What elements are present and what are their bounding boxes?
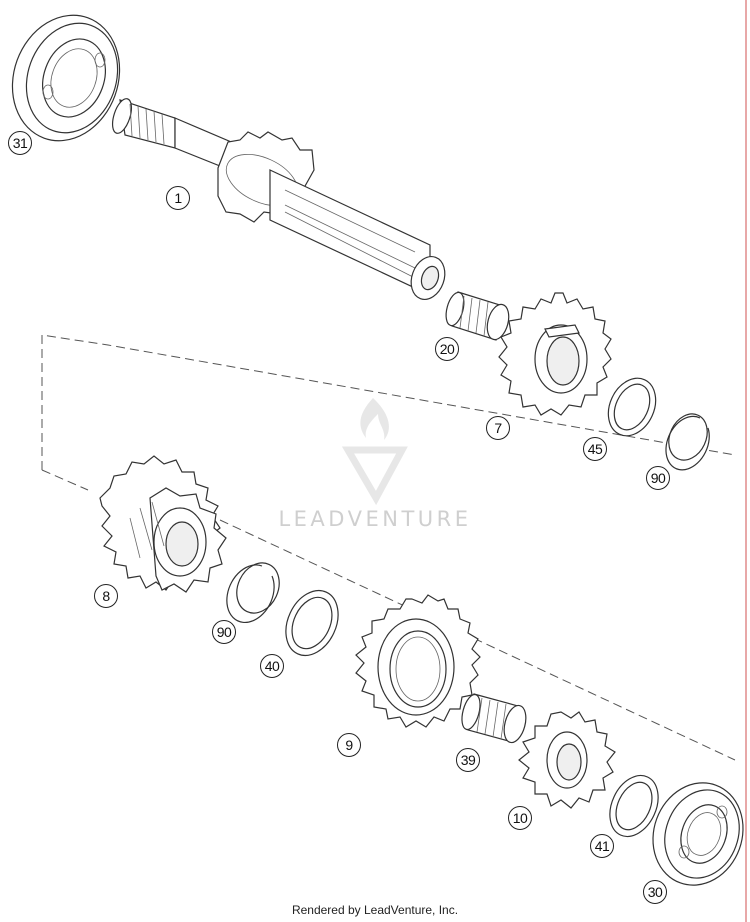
callout-7[interactable]: 7 xyxy=(486,416,510,440)
callout-45[interactable]: 45 xyxy=(583,437,607,461)
flame-v-logo-icon xyxy=(341,398,408,506)
part-31-ball-bearing[interactable] xyxy=(0,0,137,156)
page-edge-line xyxy=(745,0,747,922)
callout-39[interactable]: 39 xyxy=(456,748,480,772)
callout-10[interactable]: 10 xyxy=(508,806,532,830)
part-10-gear[interactable] xyxy=(518,711,616,809)
callout-90-upper[interactable]: 90 xyxy=(646,466,670,490)
callout-1[interactable]: 1 xyxy=(166,186,190,210)
callout-90-lower[interactable]: 90 xyxy=(212,620,236,644)
callout-31[interactable]: 31 xyxy=(8,131,32,155)
callout-30[interactable]: 30 xyxy=(643,880,667,904)
callout-20[interactable]: 20 xyxy=(435,337,459,361)
callout-41[interactable]: 41 xyxy=(590,834,614,858)
part-40-thrust-washer[interactable] xyxy=(276,582,348,664)
part-20-needle-bearing[interactable] xyxy=(443,291,512,342)
footer-credit: Rendered by LeadVenture, Inc. xyxy=(291,903,459,917)
watermark-brand: LEADVENTURE xyxy=(278,507,472,531)
part-7-gear[interactable] xyxy=(498,292,612,416)
callout-9[interactable]: 9 xyxy=(337,733,361,757)
part-30-ball-bearing[interactable] xyxy=(639,770,750,898)
part-1-main-shaft[interactable] xyxy=(109,96,451,304)
part-9-gear[interactable] xyxy=(355,594,481,728)
part-90-circlip-upper[interactable] xyxy=(662,408,715,471)
callout-40[interactable]: 40 xyxy=(260,654,284,678)
part-90-circlip-lower[interactable] xyxy=(226,556,287,624)
part-45-thrust-washer[interactable] xyxy=(599,371,664,444)
callout-8[interactable]: 8 xyxy=(94,584,118,608)
part-8-double-gear[interactable] xyxy=(99,455,227,593)
part-39-needle-bearing[interactable] xyxy=(459,693,530,745)
part-41-thrust-washer[interactable] xyxy=(601,768,668,845)
